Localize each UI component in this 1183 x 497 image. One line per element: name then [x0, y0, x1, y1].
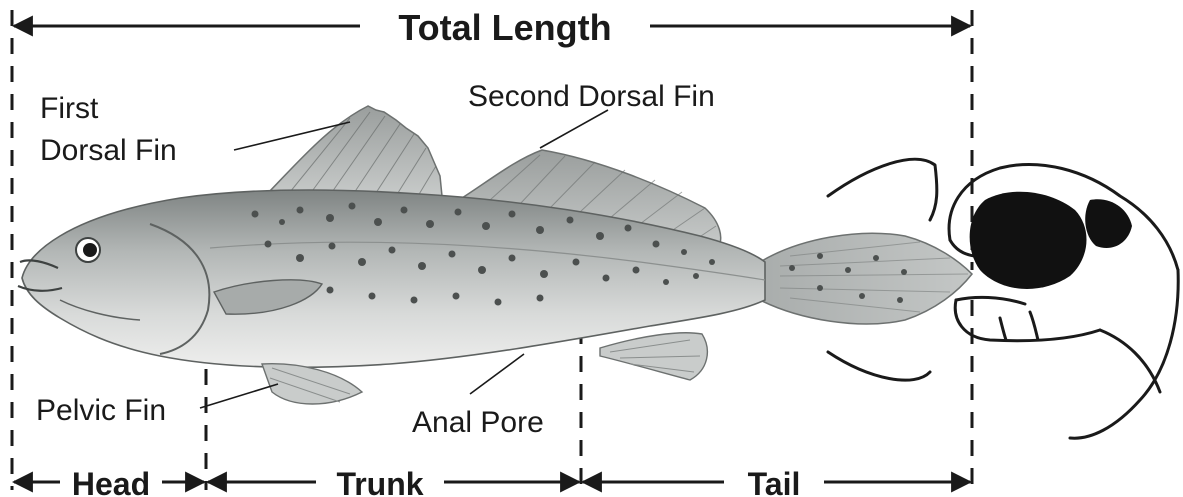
leader-anal-pore	[470, 354, 524, 394]
hand-shadow-2	[1085, 199, 1132, 248]
total-length-title: Total Length	[398, 7, 611, 48]
label-pelvic-fin: Pelvic Fin	[36, 394, 166, 427]
hand-shadow	[970, 192, 1087, 289]
segment-head-label: Head	[72, 466, 150, 497]
caudal-fin	[760, 233, 972, 324]
first-dorsal-fin	[268, 106, 442, 196]
label-first-dorsal-line2: Dorsal Fin	[40, 134, 177, 167]
segment-trunk-label: Trunk	[336, 466, 423, 497]
label-first-dorsal-line1: First	[40, 92, 99, 125]
label-anal-pore: Anal Pore	[412, 406, 544, 439]
leader-pelvic	[200, 384, 278, 408]
label-second-dorsal: Second Dorsal Fin	[468, 80, 715, 113]
segment-tail-label: Tail	[748, 466, 801, 497]
leader-second-dorsal	[540, 110, 608, 148]
